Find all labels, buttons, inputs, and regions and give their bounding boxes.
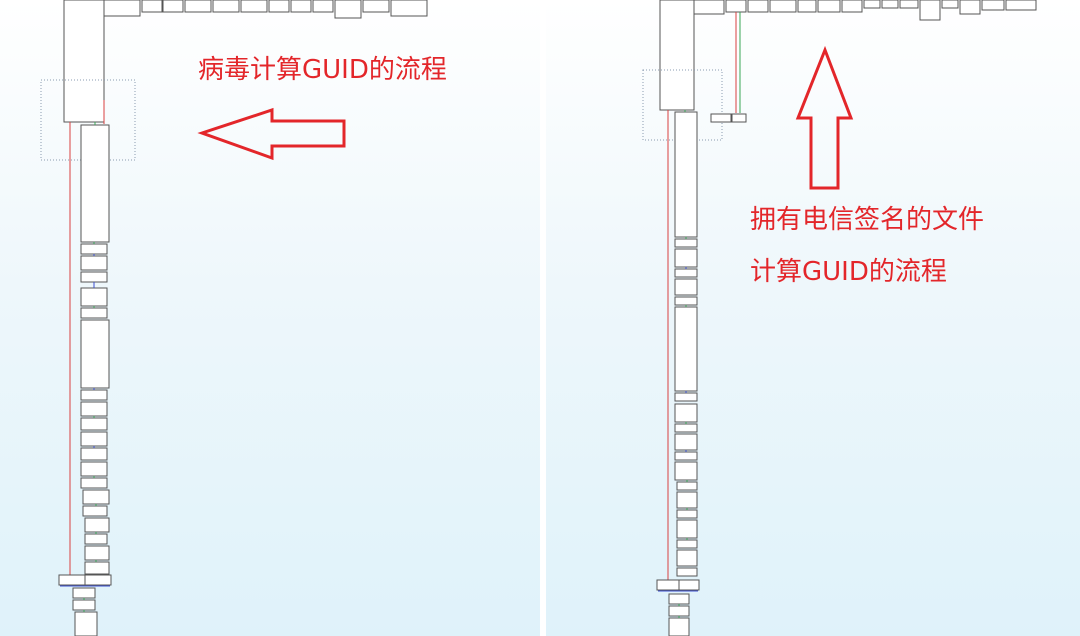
left-chain-blocks	[58, 124, 112, 636]
left-entry-block	[63, 0, 105, 123]
panel-divider	[540, 0, 546, 636]
right-top-row-blocks	[693, 0, 1037, 21]
right-chain-blocks	[656, 111, 700, 636]
telecom-signed-caption-line1: 拥有电信签名的文件	[750, 205, 985, 235]
left-edges	[60, 122, 110, 612]
right-entry-block	[659, 0, 695, 111]
right-flow-graph	[642, 0, 1037, 636]
virus-guid-caption: 病毒计算GUID的流程	[198, 55, 447, 85]
right-selection-box	[642, 69, 723, 141]
left-flow-graph	[40, 0, 428, 636]
right-edges	[658, 110, 698, 618]
telecom-signed-caption-line2: 计算GUID的流程	[750, 257, 947, 287]
left-arrow-icon	[197, 107, 346, 161]
left-top-row-blocks	[103, 0, 428, 19]
up-arrow-icon	[795, 45, 854, 190]
